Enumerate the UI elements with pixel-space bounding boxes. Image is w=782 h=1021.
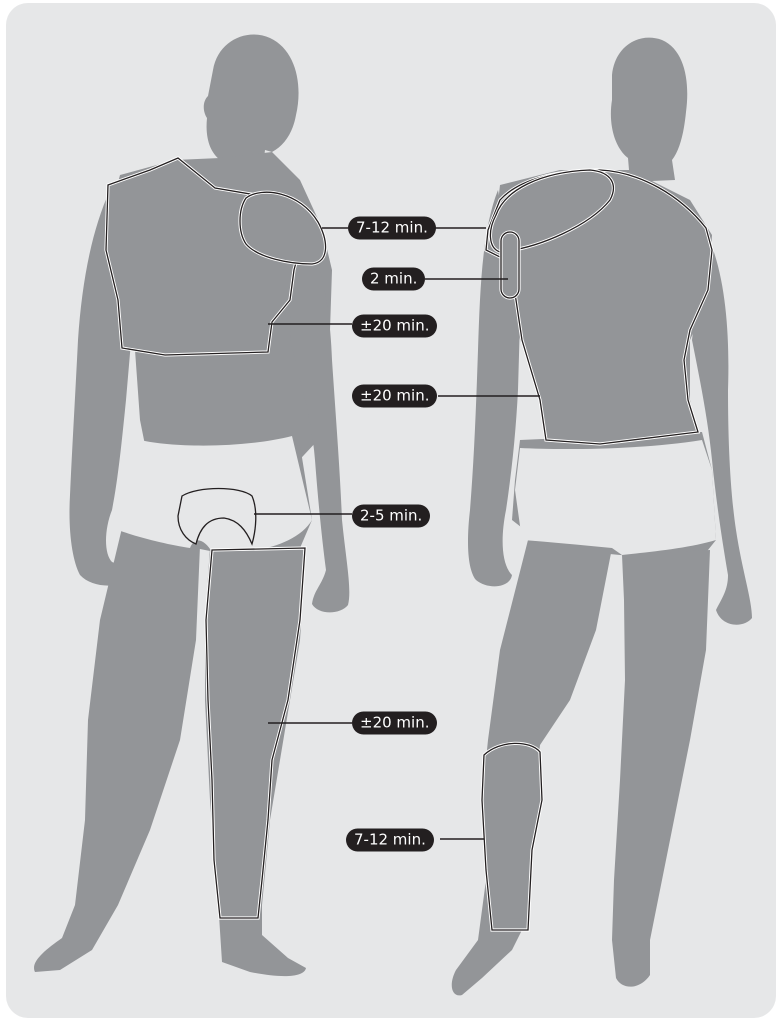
label-back-upper-arm: 2 min. — [362, 268, 425, 291]
label-back-calf: 7-12 min. — [346, 829, 434, 852]
label-front-chest: ±20 min. — [352, 315, 437, 338]
label-back-torso: ±20 min. — [352, 385, 437, 408]
back-calf-zone — [482, 743, 542, 930]
back-figure-right-leg — [612, 550, 710, 987]
front-leg-zone — [206, 548, 305, 918]
back-upper-arm-zone — [501, 232, 519, 298]
label-front-leg: ±20 min. — [352, 712, 437, 735]
front-figure — [34, 35, 349, 977]
label-groin: 2-5 min. — [352, 505, 430, 528]
front-figure-left-leg — [34, 528, 200, 972]
back-figure-head — [611, 38, 687, 182]
back-figure-shorts — [515, 440, 716, 555]
label-front-shoulder: 7-12 min. — [348, 217, 436, 240]
back-figure — [452, 38, 752, 996]
